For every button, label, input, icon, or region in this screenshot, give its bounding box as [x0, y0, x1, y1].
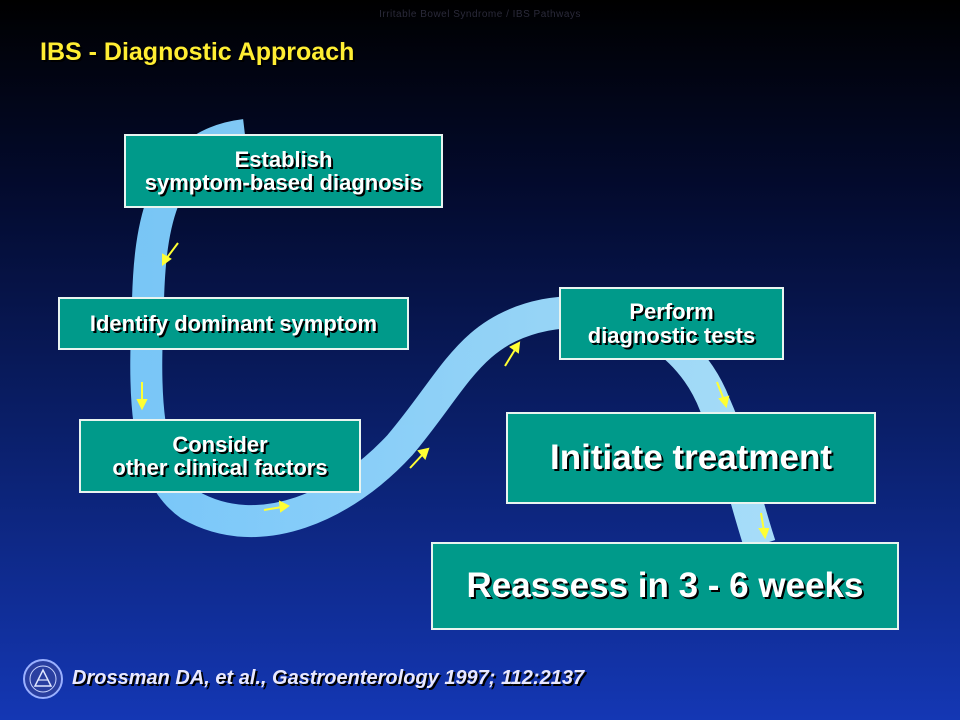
- step-line: other clinical factors: [112, 455, 328, 480]
- slide-header-note: Irritable Bowel Syndrome / IBS Pathways: [379, 9, 581, 20]
- arrow-up-right-icon-1: [409, 447, 430, 469]
- step-reassess: Reassess in 3 - 6 weeks: [431, 542, 899, 630]
- step-line: Consider: [172, 431, 268, 457]
- arrow-down-left-icon-1: [162, 242, 179, 266]
- step-consider-factors: Consider other clinical factors: [79, 419, 361, 493]
- arrow-down-icon-2: [758, 512, 770, 540]
- step-perform-tests: Perform diagnostic tests: [559, 287, 784, 360]
- step-identify-symptom: Identify dominant symptom: [58, 297, 409, 350]
- step-line: Initiate treatment: [550, 437, 832, 477]
- step-line: symptom-based diagnosis: [144, 170, 423, 195]
- arrow-down-icon-1: [136, 382, 148, 411]
- citation: Drossman DA, et al., Gastroenterology 19…: [72, 667, 585, 689]
- step-line: Reassess in 3 - 6 weeks: [466, 565, 864, 605]
- step-line: Establish: [234, 146, 333, 172]
- step-line: Identify dominant symptom: [89, 310, 378, 336]
- step-initiate-treatment: Initiate treatment: [506, 412, 876, 504]
- step-line: Perform: [629, 299, 714, 325]
- arrow-right-icon-1: [263, 500, 290, 513]
- step-line: diagnostic tests: [587, 322, 756, 348]
- slide-title: IBS - Diagnostic Approach: [40, 38, 355, 66]
- step-establish-diagnosis: Establish symptom-based diagnosis: [124, 134, 443, 208]
- aga-seal-icon: [22, 658, 64, 705]
- arrow-down-right-icon-1: [716, 381, 730, 409]
- arrow-up-right-icon-2: [504, 341, 521, 367]
